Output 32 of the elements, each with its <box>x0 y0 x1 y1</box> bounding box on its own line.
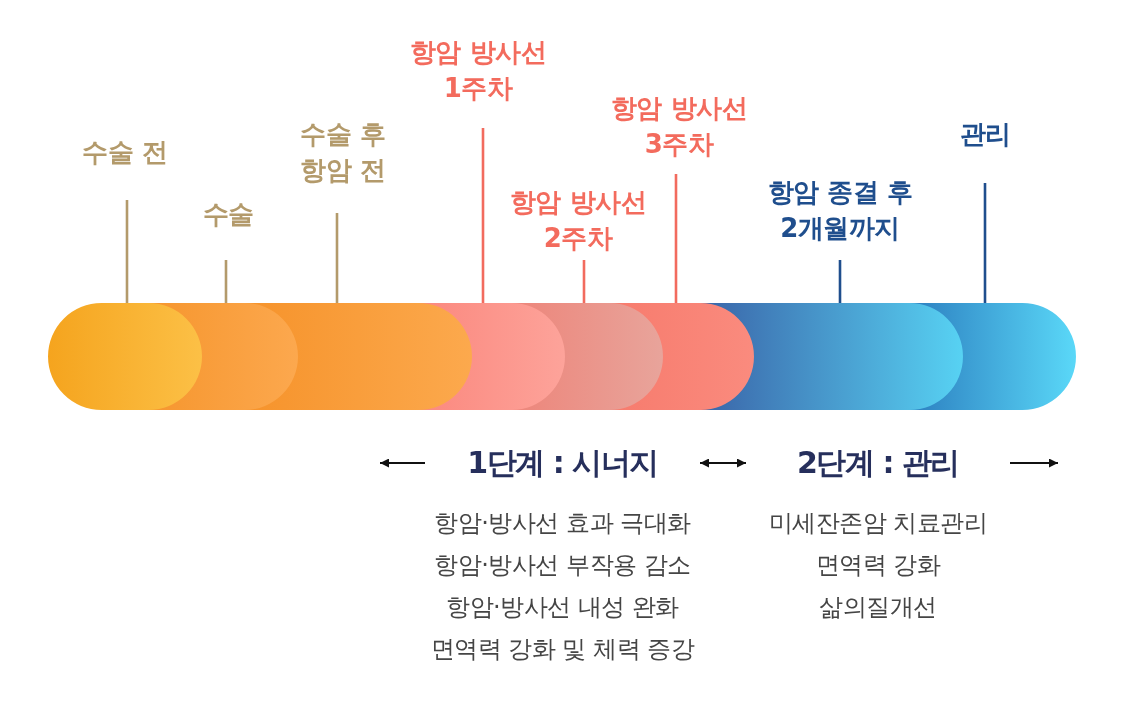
phase-description: 항암·방사선 부작용 감소 <box>434 550 691 580</box>
stage-label: 항암 방사선 3주차 <box>610 92 748 161</box>
leader-line <box>481 128 485 303</box>
leader-line <box>983 183 987 303</box>
stage-label: 항암 방사선 2주차 <box>509 186 647 255</box>
leader-line <box>125 200 129 303</box>
stage-label: 항암 방사선 1주차 <box>409 36 547 105</box>
leader-line <box>224 260 228 303</box>
phase-description: 삶의질개선 <box>819 592 937 622</box>
phase-description: 면역력 강화 및 체력 증강 <box>430 634 695 664</box>
timeline-segment <box>202 303 298 410</box>
phase-description: 항암·방사선 효과 극대화 <box>434 508 691 538</box>
phase-title: 1단계 : 시너지 <box>467 444 658 482</box>
phase-title: 2단계 : 관리 <box>797 444 959 482</box>
timeline-segment <box>963 303 1076 410</box>
timeline-segment <box>298 303 472 410</box>
phase-description: 미세잔존암 치료관리 <box>768 508 988 538</box>
phase-description: 항암·방사선 내성 완화 <box>446 592 679 622</box>
leader-line <box>838 260 842 303</box>
stage-label: 항암 종결 후 2개월까지 <box>767 176 913 245</box>
stage-label: 수술 <box>202 198 254 231</box>
timeline-segment <box>663 303 754 410</box>
leader-line <box>335 213 339 303</box>
leader-line <box>674 174 678 303</box>
arrow <box>1009 458 1059 468</box>
leader-line <box>582 260 586 303</box>
stage-label: 수술 후 항암 전 <box>300 118 386 187</box>
arrow <box>379 458 426 468</box>
stage-label: 수술 전 <box>82 136 168 169</box>
stage-label: 관리 <box>959 118 1011 151</box>
double-arrow <box>699 458 747 468</box>
phase-description: 면역력 강화 <box>815 550 941 580</box>
